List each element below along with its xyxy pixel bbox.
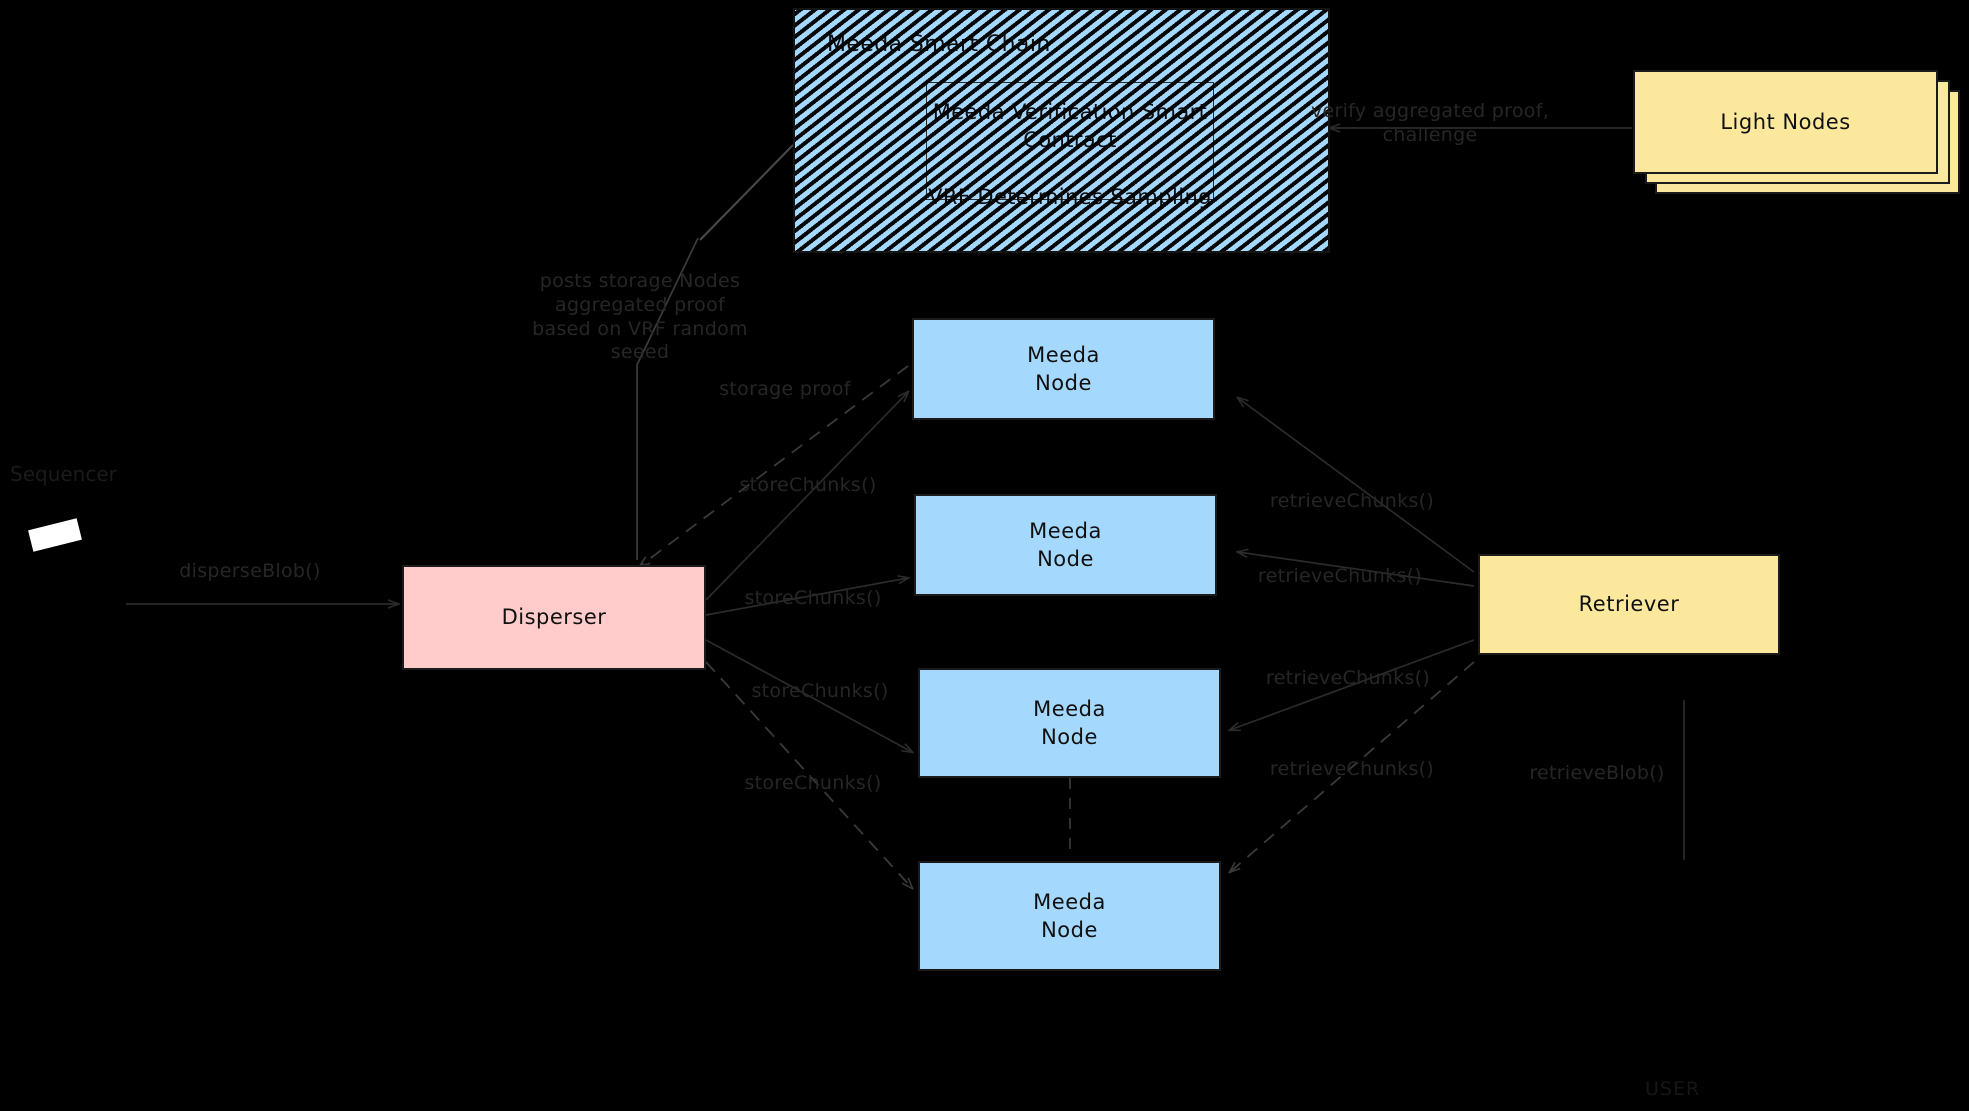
user-label: USER <box>1645 1078 1701 1100</box>
edge-label-store-chunks-3: storeChunks() <box>751 680 889 702</box>
edge-label-store-chunks-2: storeChunks() <box>744 587 882 609</box>
edge-label-retrieve-chunks-4: retrieveChunks() <box>1269 758 1435 780</box>
edge-retrieve-chunks-1 <box>1238 398 1475 573</box>
edge-smartchain-stub <box>699 144 794 241</box>
edge-label-retrieve-chunks-1: retrieveChunks() <box>1269 490 1435 512</box>
meeda-smart-chain-box[interactable]: Meeda Smart Chain Meeda Verification Sma… <box>793 8 1330 253</box>
sequencer-label: Sequencer <box>10 462 117 486</box>
meeda-node-box-2[interactable]: Meeda Node <box>914 494 1217 596</box>
edge-label-verify-aggregated-proof: verify aggregated proof, challenge <box>1310 100 1550 146</box>
edge-label-retrieve-blob: retrieveBlob() <box>1529 762 1665 784</box>
meeda-node-box-4[interactable]: Meeda Node <box>918 861 1221 971</box>
edge-label-storage-proof: storage proof <box>719 378 851 400</box>
light-nodes-box[interactable]: Light Nodes <box>1633 70 1938 174</box>
meeda-node-box-3[interactable]: Meeda Node <box>918 668 1221 778</box>
edge-label-retrieve-chunks-2: retrieveChunks() <box>1257 565 1423 587</box>
edge-label-retrieve-chunks-3: retrieveChunks() <box>1265 667 1431 689</box>
meeda-smart-chain-title: Meeda Smart Chain <box>827 32 1051 57</box>
edge-label-store-chunks-4: storeChunks() <box>744 772 882 794</box>
retriever-box[interactable]: Retriever <box>1478 554 1780 655</box>
meeda-node-box-1[interactable]: Meeda Node <box>912 318 1215 420</box>
disperser-box[interactable]: Disperser <box>402 565 706 670</box>
edge-label-disperse-blob: disperseBlob() <box>179 560 321 582</box>
edge-label-store-chunks-1: storeChunks() <box>739 474 877 496</box>
sequencer-glyph-icon <box>28 518 82 552</box>
meeda-verification-contract-label: Meeda Verification Smart Contract VRF De… <box>928 100 1212 210</box>
edge-label-posts-aggregated-proof: posts storage Nodes aggregated proof bas… <box>532 270 748 364</box>
